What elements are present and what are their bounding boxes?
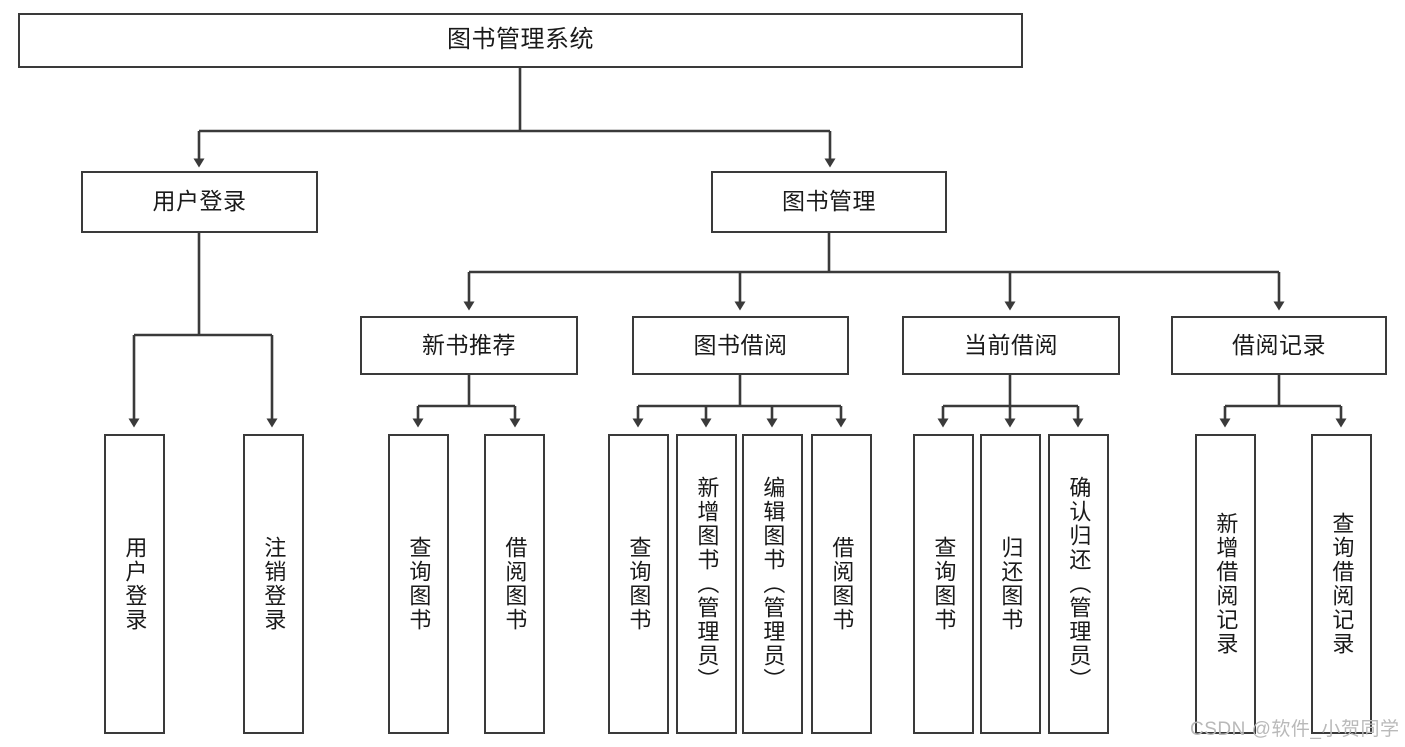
node-label: 用户登录 bbox=[152, 188, 247, 215]
node-label: 新书推荐 bbox=[422, 331, 516, 358]
node-label: 借阅图书 bbox=[829, 536, 855, 632]
leaf-add-record[interactable]: 新增借阅记录 bbox=[1195, 434, 1256, 734]
leaf-return-book[interactable]: 归还图书 bbox=[980, 434, 1041, 734]
node-label: 图书管理 bbox=[782, 188, 876, 215]
node-book-borrow[interactable]: 图书借阅 bbox=[632, 316, 849, 375]
node-user-login[interactable]: 用户登录 bbox=[81, 171, 318, 233]
node-label: 确认归还（管理员） bbox=[1066, 476, 1092, 692]
node-book-management[interactable]: 图书管理 bbox=[711, 171, 947, 233]
node-borrow-record[interactable]: 借阅记录 bbox=[1171, 316, 1387, 375]
watermark-text: CSDN @软件_小贺同学 bbox=[1190, 719, 1400, 740]
node-label: 用户登录 bbox=[122, 536, 148, 632]
leaf-query-book-3[interactable]: 查询图书 bbox=[913, 434, 974, 734]
node-label: 查询图书 bbox=[626, 536, 652, 632]
node-label: 编辑图书（管理员） bbox=[760, 476, 786, 692]
node-label: 查询图书 bbox=[406, 536, 432, 632]
node-current-borrow[interactable]: 当前借阅 bbox=[902, 316, 1120, 375]
node-root-system[interactable]: 图书管理系统 bbox=[18, 13, 1023, 68]
leaf-add-book[interactable]: 新增图书（管理员） bbox=[676, 434, 737, 734]
leaf-query-book-1[interactable]: 查询图书 bbox=[388, 434, 449, 734]
leaf-edit-book[interactable]: 编辑图书（管理员） bbox=[742, 434, 803, 734]
node-label: 查询借阅记录 bbox=[1329, 512, 1355, 656]
leaf-borrow-book-2[interactable]: 借阅图书 bbox=[811, 434, 872, 734]
node-label: 新增图书（管理员） bbox=[694, 476, 720, 692]
node-label: 图书管理系统 bbox=[447, 26, 594, 54]
node-label: 借阅记录 bbox=[1232, 331, 1326, 358]
leaf-query-record[interactable]: 查询借阅记录 bbox=[1311, 434, 1372, 734]
node-label: 图书借阅 bbox=[693, 331, 788, 358]
node-label: 借阅图书 bbox=[502, 536, 528, 632]
node-label: 新增借阅记录 bbox=[1213, 512, 1239, 656]
node-label: 当前借阅 bbox=[964, 331, 1058, 358]
node-label: 查询图书 bbox=[931, 536, 957, 632]
leaf-confirm-return[interactable]: 确认归还（管理员） bbox=[1048, 434, 1109, 734]
node-label: 注销登录 bbox=[261, 536, 287, 632]
node-label: 归还图书 bbox=[998, 536, 1024, 632]
leaf-borrow-book-1[interactable]: 借阅图书 bbox=[484, 434, 545, 734]
leaf-user-login[interactable]: 用户登录 bbox=[104, 434, 165, 734]
leaf-query-book-2[interactable]: 查询图书 bbox=[608, 434, 669, 734]
node-new-book-recommend[interactable]: 新书推荐 bbox=[360, 316, 578, 375]
leaf-logout-login[interactable]: 注销登录 bbox=[243, 434, 304, 734]
